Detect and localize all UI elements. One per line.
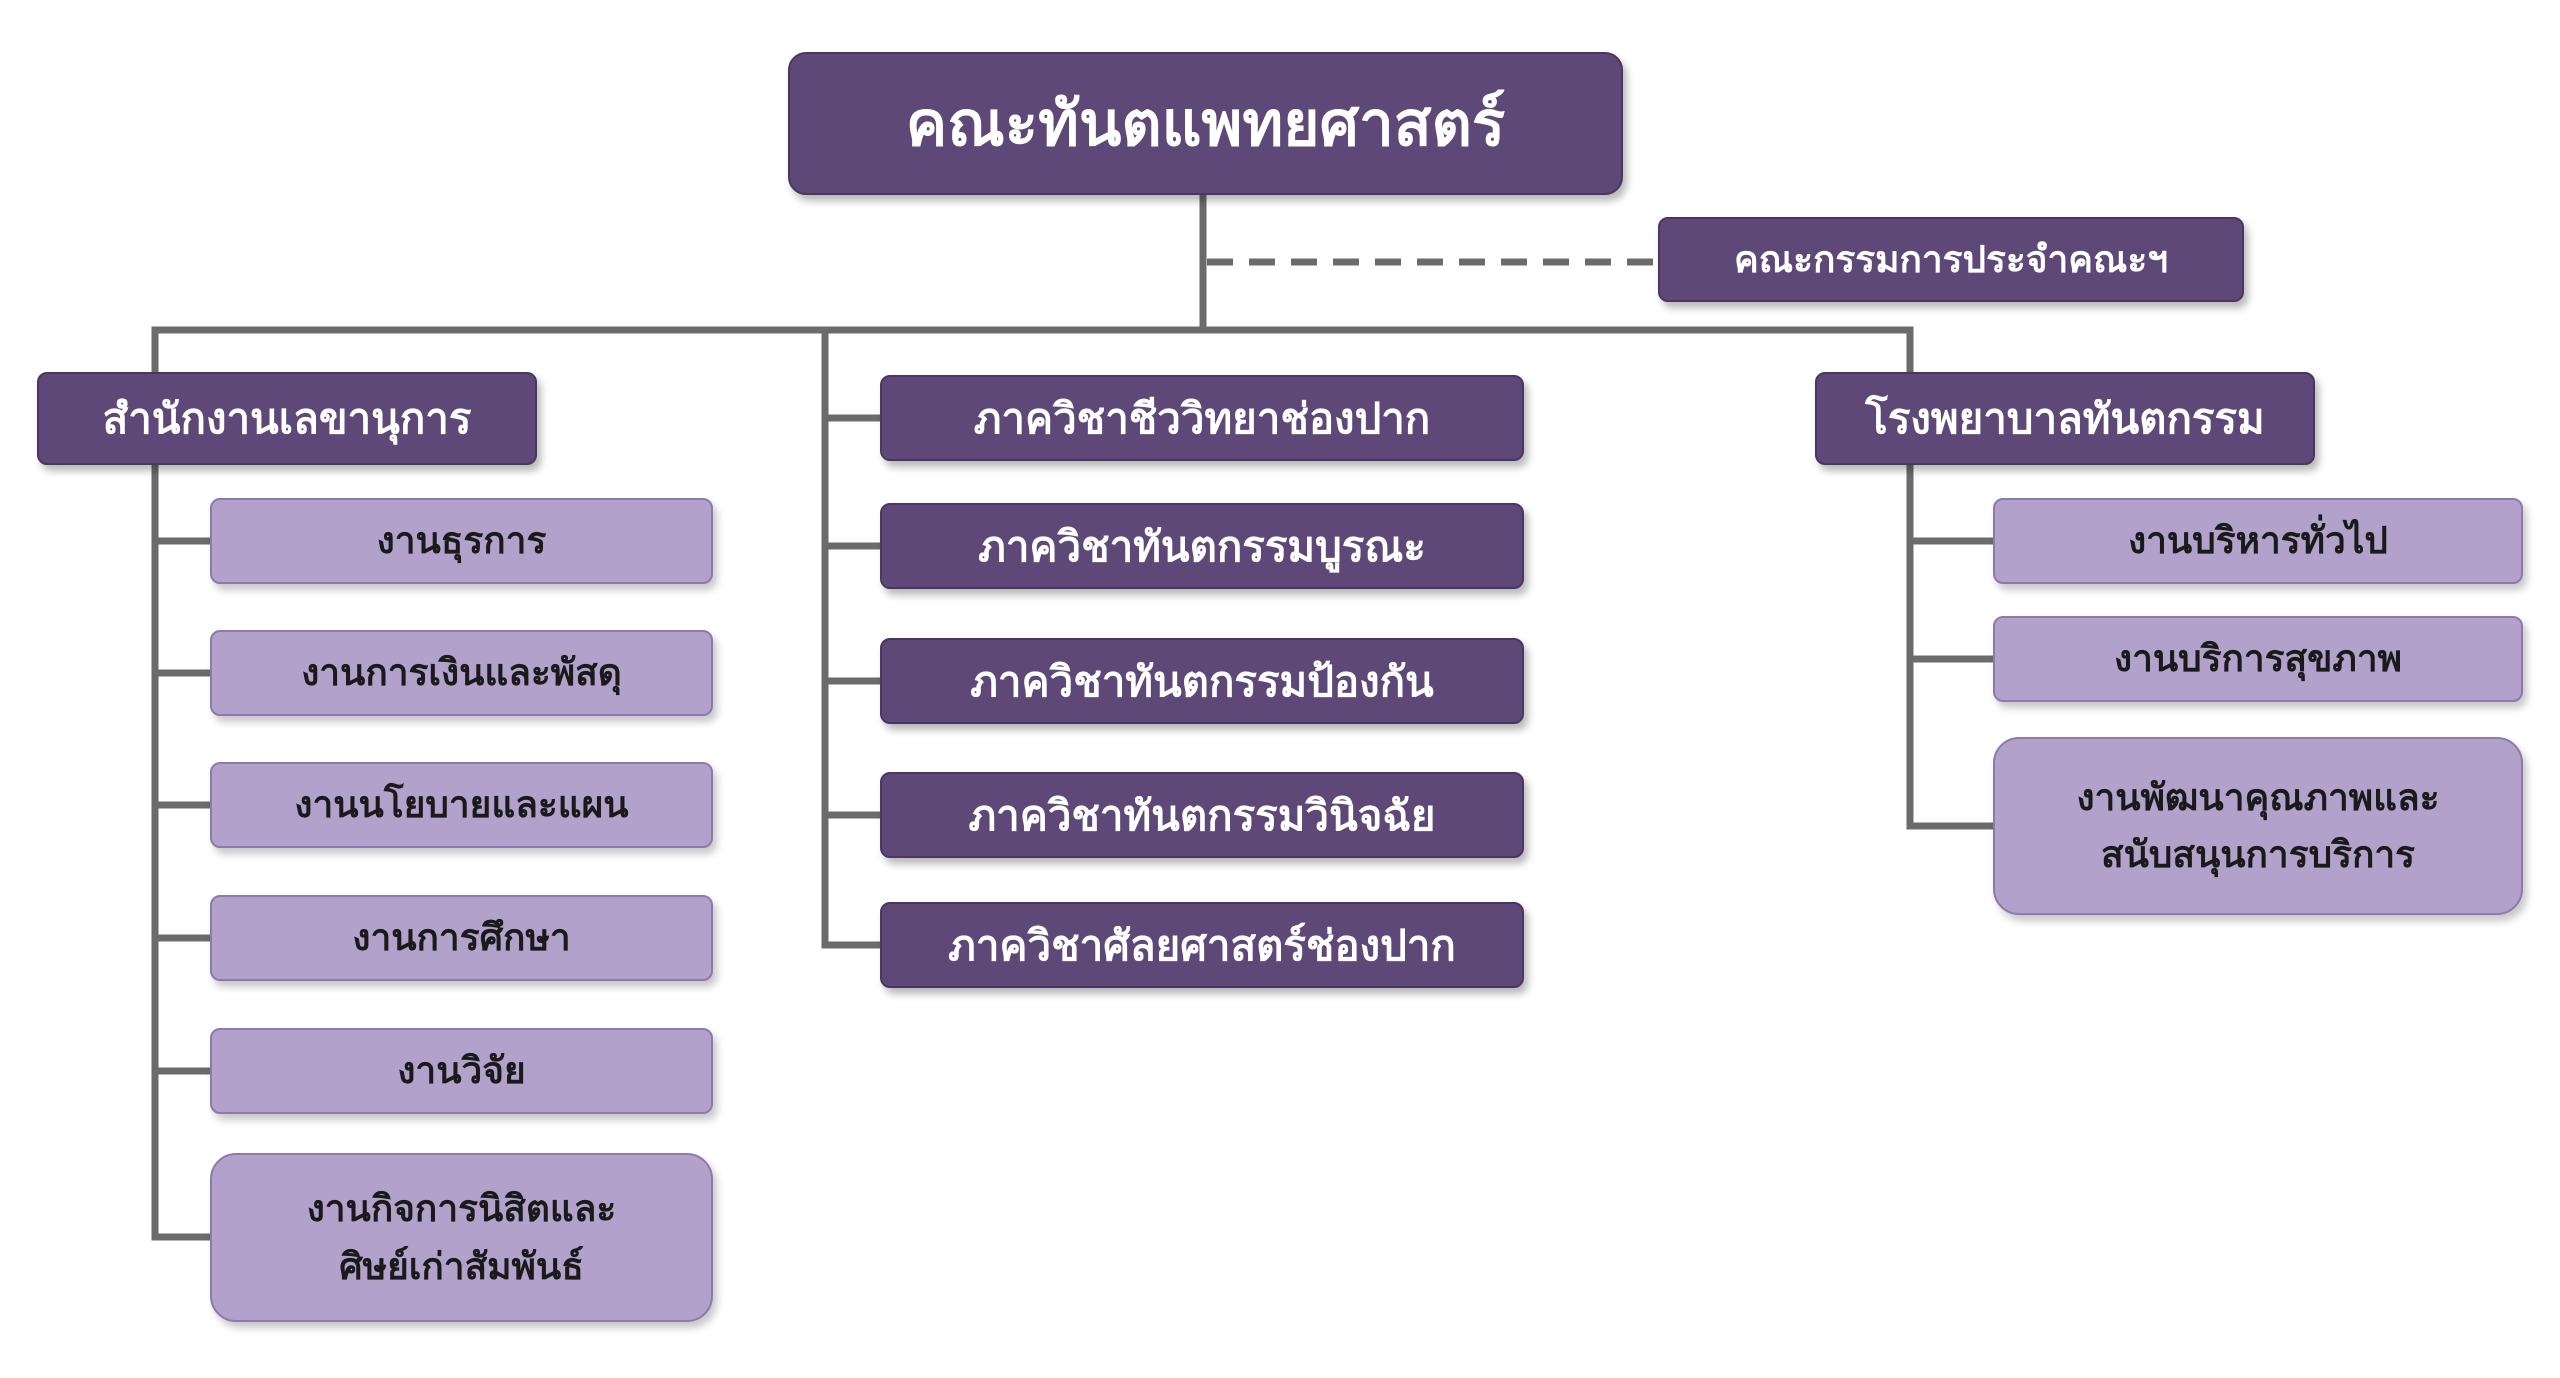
hospital-unit-2: งานบริการสุขภาพ [1993,616,2523,702]
secretariat-unit-4: งานการศึกษา [210,895,713,981]
hospital-head-label: โรงพยาบาลทันตกรรม [1865,394,2265,443]
unit-label: งานบริหารทั่วไป [2128,519,2388,563]
secretariat-head-label: สำนักงานเลขานุการ [102,394,472,443]
committee-label: คณะกรรมการประจำคณะฯ [1734,237,2168,281]
secretariat-head-box: สำนักงานเลขานุการ [37,372,537,465]
department-label: ภาควิชาทันตกรรมป้องกัน [970,656,1434,706]
unit-label-line-2: ศิษย์เก่าสัมพันธ์ [339,1244,584,1288]
unit-label-line-2: สนับสนุนการบริการ [2101,833,2415,876]
unit-label: งานการศึกษา [352,916,571,960]
department-label: ภาควิชาชีววิทยาช่องปาก [973,393,1431,443]
unit-label: งานบริการสุขภาพ [2114,637,2402,681]
hospital-unit-1: งานบริหารทั่วไป [1993,498,2523,584]
department-box-2: ภาควิชาทันตกรรมบูรณะ [880,503,1524,589]
unit-label: งานการเงินและพัสดุ [301,651,622,695]
secretariat-unit-1: งานธุรการ [210,498,713,584]
department-box-5: ภาควิชาศัลยศาสตร์ช่องปาก [880,902,1524,988]
department-label: ภาควิชาศัลยศาสตร์ช่องปาก [948,920,1456,970]
unit-label: งานธุรการ [376,519,547,563]
unit-label-line-1: งานพัฒนาคุณภาพและ [2076,775,2440,819]
unit-label: งานวิจัย [397,1049,526,1093]
department-box-3: ภาควิชาทันตกรรมป้องกัน [880,638,1524,724]
hospital-unit-3: งานพัฒนาคุณภาพและ สนับสนุนการบริการ [1993,737,2523,915]
committee-box: คณะกรรมการประจำคณะฯ [1658,217,2244,302]
hospital-head-box: โรงพยาบาลทันตกรรม [1815,372,2315,465]
root-faculty-label: คณะทันตแพทยศาสตร์ [905,87,1506,160]
secretariat-unit-5: งานวิจัย [210,1028,713,1114]
unit-label: งานนโยบายและแผน [294,783,629,827]
department-box-4: ภาควิชาทันตกรรมวินิจฉัย [880,772,1524,858]
secretariat-unit-6: งานกิจการนิสิตและ ศิษย์เก่าสัมพันธ์ [210,1153,713,1322]
department-label: ภาควิชาทันตกรรมวินิจฉัย [968,790,1436,840]
secretariat-unit-3: งานนโยบายและแผน [210,762,713,848]
root-faculty-box: คณะทันตแพทยศาสตร์ [788,52,1623,195]
department-box-1: ภาควิชาชีววิทยาช่องปาก [880,375,1524,461]
secretariat-unit-2: งานการเงินและพัสดุ [210,630,713,716]
department-label: ภาควิชาทันตกรรมบูรณะ [978,521,1426,571]
unit-label-line-1: งานกิจการนิสิตและ [306,1187,617,1231]
